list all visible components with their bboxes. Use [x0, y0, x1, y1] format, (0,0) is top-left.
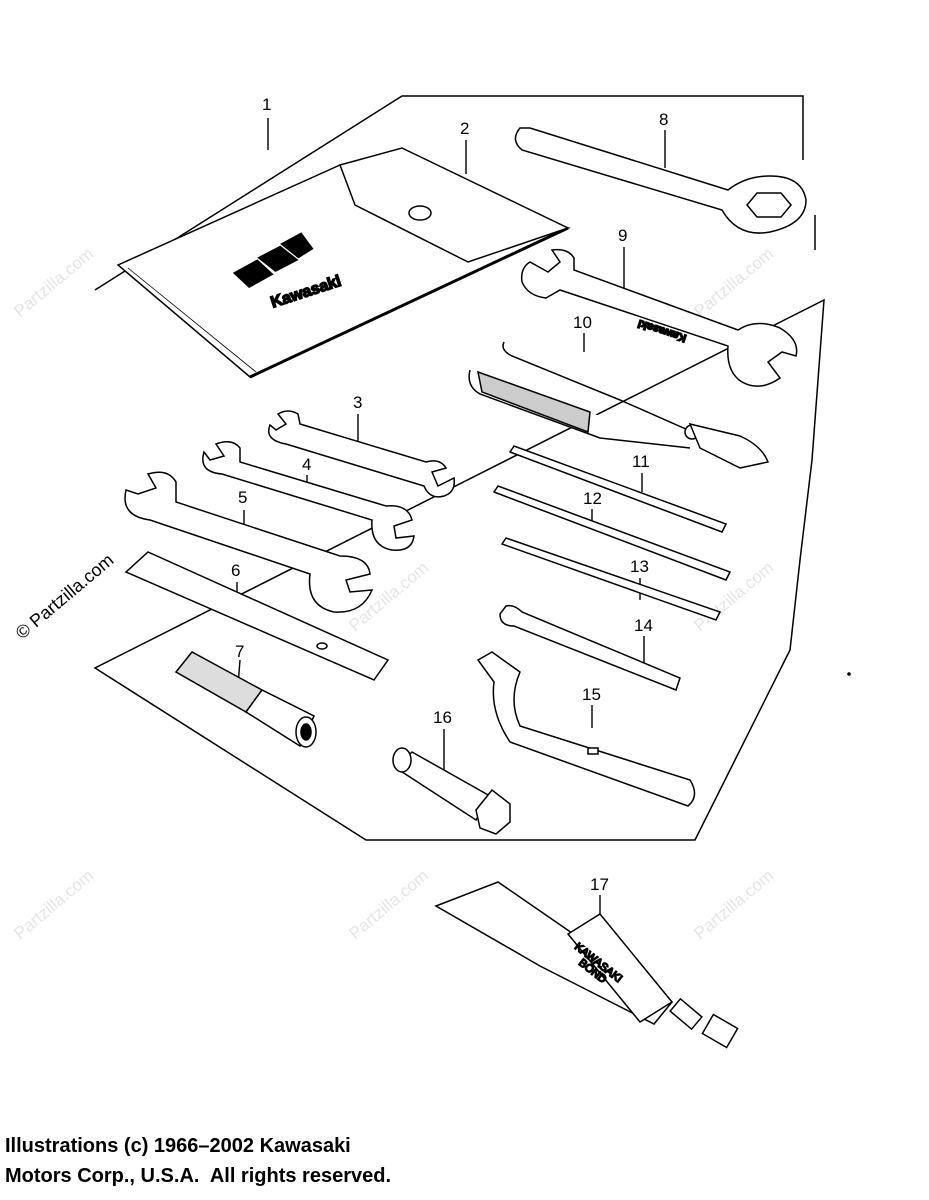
callout-9: 9: [618, 226, 627, 245]
callout-14: 14: [634, 616, 653, 635]
callout-5: 5: [238, 488, 247, 507]
screwdriver-shaft-12: [492, 485, 732, 581]
callout-17: 17: [590, 875, 609, 894]
callout-2: 2: [460, 119, 469, 138]
callout-1: 1: [262, 95, 271, 114]
ring-spanner: [514, 127, 807, 234]
copyright-line-1: Illustrations (c) 1966–2002 Kawasaki: [5, 1135, 351, 1157]
screwdriver-shaft-11: [508, 445, 728, 533]
extension-bar: [124, 551, 390, 681]
watermark-text: Partzilla.com: [690, 866, 777, 943]
kit-outline: [93, 95, 825, 841]
watermark-text: Partzilla.com: [345, 866, 432, 943]
callout-3: 3: [353, 393, 362, 412]
flat-spanner: [499, 604, 681, 691]
watermark-text: Partzilla.com: [10, 244, 97, 321]
copyright-line-2: Motors Corp., U.S.A. All rights reserved…: [5, 1165, 391, 1187]
watermark-text: Partzilla.com: [690, 244, 777, 321]
callout-8: 8: [659, 110, 668, 129]
watermark-prominent: © Partzilla.com: [12, 550, 118, 643]
wrench-large: [124, 471, 374, 613]
wrench-small: [268, 410, 456, 498]
callout-6: 6: [231, 561, 240, 580]
plug-socket: [392, 747, 511, 835]
callout-7: 7: [235, 642, 244, 661]
screwdriver-shaft-13: [500, 537, 722, 621]
callout-12: 12: [583, 489, 602, 508]
bond-tube: KAWASAKI BOND: [434, 881, 739, 1049]
wrench-medium: [202, 441, 415, 551]
copyright-notice: Illustrations (c) 1966–2002 Kawasaki Mot…: [5, 1131, 391, 1191]
socket-handle: [174, 651, 317, 748]
hook-spanner: [476, 651, 696, 807]
screwdrivers: [492, 445, 732, 621]
tool-pouch: Kawasaki: [116, 147, 571, 379]
callout-13: 13: [630, 557, 649, 576]
callout-11: 11: [632, 452, 650, 471]
callout-4: 4: [302, 455, 311, 474]
callout-16: 16: [433, 708, 452, 727]
callout-labels: 1 2 3 4 5 6 7 8 9 10 11 12 13 14 15 16 1…: [231, 95, 668, 894]
stray-dot: [847, 672, 851, 676]
watermark-text: Partzilla.com: [10, 866, 97, 943]
open-wrenches: [124, 410, 456, 613]
callout-15: 15: [582, 685, 601, 704]
callout-10: 10: [573, 313, 592, 332]
pliers: [468, 341, 770, 469]
